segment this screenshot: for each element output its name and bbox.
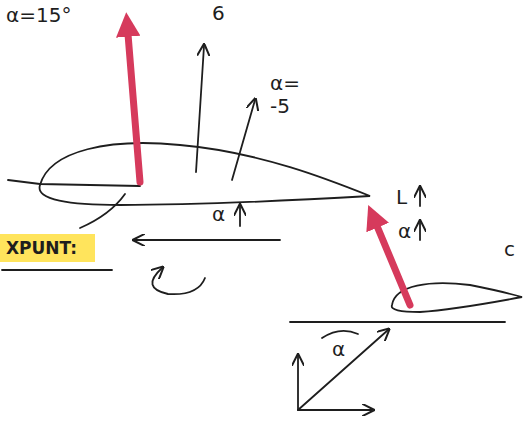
force-arrow — [232, 100, 255, 180]
leader-line — [80, 194, 125, 228]
chord-line — [8, 180, 140, 186]
highlight-label: XPUNT: — [0, 234, 95, 262]
velocity-vector — [298, 409, 372, 411]
label-text: XPUNT: — [6, 238, 89, 258]
annotation: α — [398, 220, 411, 243]
lift-arrow — [127, 22, 140, 182]
angle-arc — [322, 331, 358, 338]
annotation: α — [212, 203, 225, 226]
velocity-vector — [298, 330, 388, 410]
annotation: L — [396, 186, 407, 209]
velocity-vector — [297, 356, 299, 410]
underline — [2, 269, 112, 271]
annotation: 6 — [212, 2, 225, 25]
moment-arrow — [152, 268, 205, 294]
airfoil — [40, 143, 370, 205]
annotation: α=15° — [6, 4, 71, 27]
annotation: c — [504, 238, 515, 261]
horizon-line — [290, 321, 505, 323]
increase-arrow — [419, 188, 421, 206]
annotation: α= -5 — [270, 72, 304, 118]
annotation: α — [332, 338, 345, 361]
increase-arrow — [239, 206, 241, 226]
increase-arrow — [419, 222, 421, 240]
force-arrow — [196, 46, 204, 172]
flow-arrow — [135, 239, 280, 241]
